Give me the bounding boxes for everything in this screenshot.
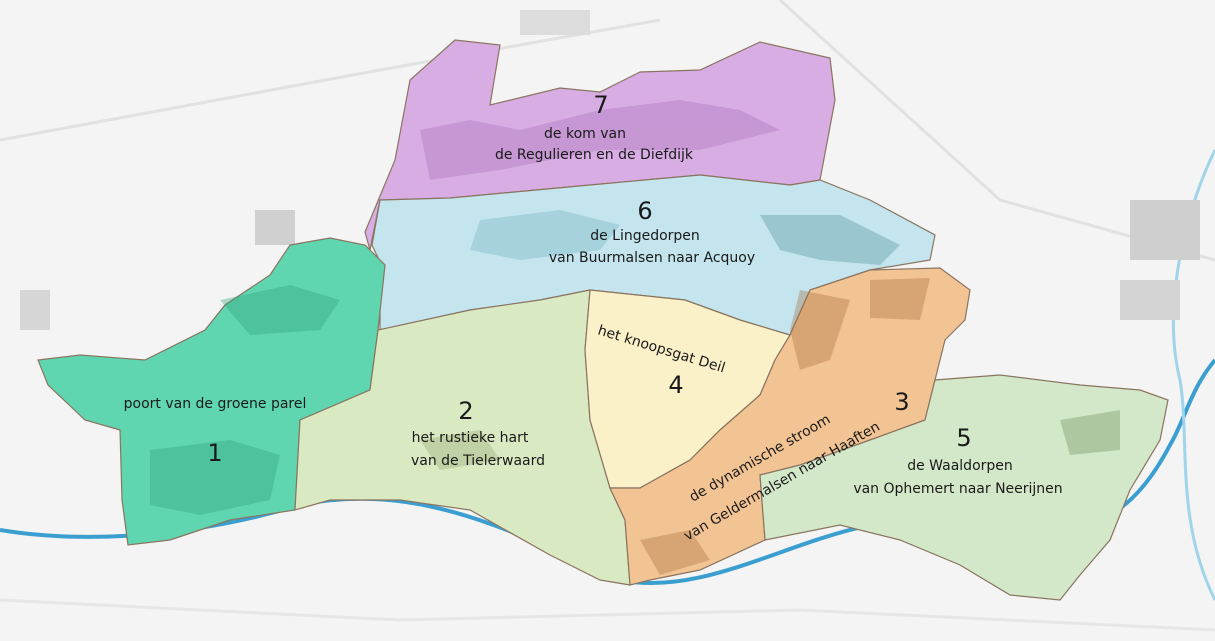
region-2[interactable] (294, 289, 631, 586)
region-6-label-line2: van Buurmalsen naar Acquoy (549, 250, 755, 266)
patch-1b (220, 285, 340, 335)
region-6-label-line1: de Lingedorpen (590, 228, 700, 244)
regions (37, 39, 1169, 601)
region-7-label-line2: de Regulieren en de Diefdijk (495, 147, 694, 163)
region-7-number: 7 (593, 91, 608, 119)
region-5-label-line2: van Ophemert naar Neerijnen (853, 481, 1062, 497)
region-3[interactable] (609, 267, 971, 586)
region-5[interactable] (759, 374, 1169, 601)
patch-3b (870, 278, 930, 320)
land-patches (150, 100, 1120, 575)
built-area-2 (1120, 280, 1180, 320)
patch-6 (760, 215, 900, 265)
region-2-label-line1: het rustieke hart (412, 430, 529, 446)
river-waal (0, 358, 1215, 586)
patch-1 (150, 440, 280, 515)
road-1 (0, 18, 661, 142)
region-2-number: 2 (458, 397, 473, 425)
region-1-number: 1 (207, 439, 222, 467)
patch-7 (420, 100, 780, 180)
built-area-1 (1130, 200, 1200, 260)
patch-6b (470, 210, 620, 260)
region-2-label-line2: van de Tielerwaard (411, 453, 545, 469)
region-6-number: 6 (637, 197, 652, 225)
patch-5 (1060, 410, 1120, 455)
region-7-label-line1: de kom van (544, 126, 626, 142)
built-area-5 (20, 290, 50, 330)
patch-3 (790, 290, 850, 370)
region-5-label-line1: de Waaldorpen (907, 458, 1013, 474)
patch-2 (420, 430, 500, 470)
region-1-label-line1: poort van de groene parel (124, 396, 307, 412)
road-3 (0, 598, 1215, 632)
built-area-4 (520, 10, 590, 35)
region-5-number: 5 (956, 424, 971, 452)
patch-3c (640, 530, 710, 575)
region-4-number: 4 (668, 371, 683, 399)
built-area-3 (255, 210, 295, 245)
region-1[interactable] (37, 237, 386, 546)
region-3-number: 3 (894, 388, 909, 416)
